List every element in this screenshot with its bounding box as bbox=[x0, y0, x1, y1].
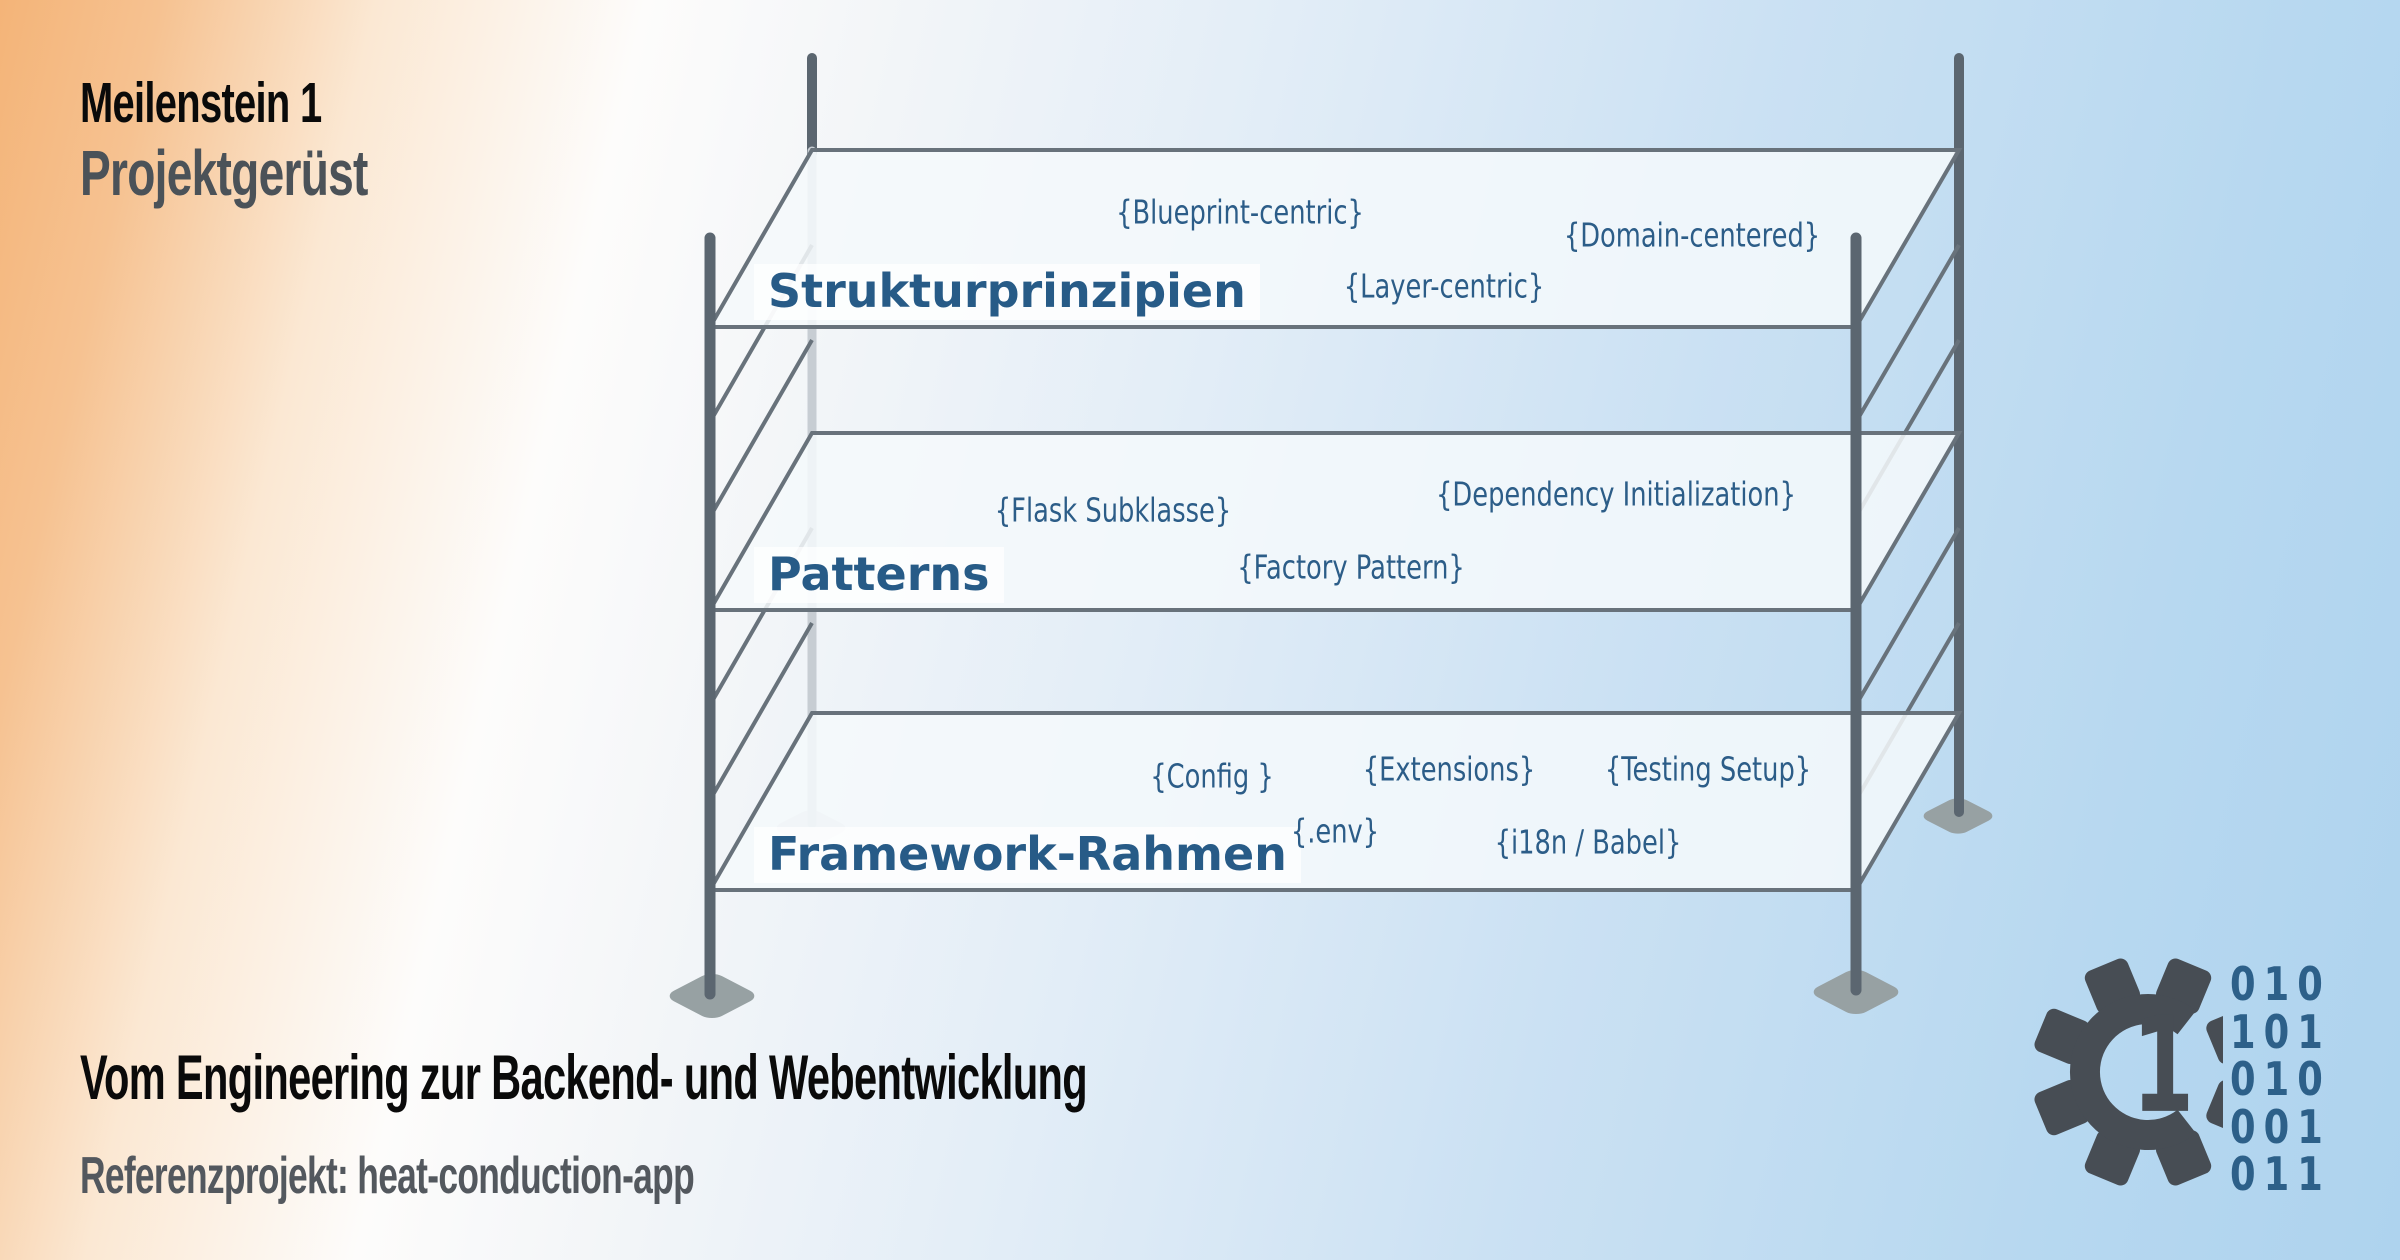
binary-row: 010 bbox=[2230, 1052, 2331, 1106]
shelf-heading-strukturprinzipien: Strukturprinzipien bbox=[754, 264, 1260, 321]
tag-label: {Domain-centered} bbox=[1563, 215, 1821, 255]
shelf-heading-patterns: Patterns bbox=[754, 547, 1004, 604]
footer-title: Vom Engineering zur Backend- und Webentw… bbox=[80, 1043, 1088, 1113]
footer-subtitle: Referenzprojekt: heat-conduction-app bbox=[80, 1147, 695, 1205]
front-poles bbox=[704, 232, 1862, 1000]
tag-label: {Testing Setup} bbox=[1604, 749, 1812, 789]
shelf-heading-framework-rahmen: Framework-Rahmen bbox=[754, 827, 1301, 884]
milestone-number: 1 bbox=[2131, 988, 2195, 1143]
slide-title: Projektgerüst bbox=[80, 137, 368, 209]
binary-code-text: 010 101 010 001 011 bbox=[2230, 957, 2331, 1201]
tag-label: {Config } bbox=[1150, 756, 1274, 796]
tag-label: {Extensions} bbox=[1362, 749, 1536, 789]
tag-label: {Layer-centric} bbox=[1343, 266, 1545, 306]
binary-row: 101 bbox=[2230, 1004, 2331, 1059]
binary-row: 010 bbox=[2230, 957, 2331, 1011]
tag-label: {Factory Pattern} bbox=[1237, 547, 1465, 587]
tag-label: {Flask Subklasse} bbox=[994, 490, 1232, 530]
binary-row: 001 bbox=[2230, 1099, 2331, 1154]
tag-label: {Blueprint-centric} bbox=[1116, 192, 1364, 232]
gear-icon bbox=[2034, 958, 2223, 1186]
binary-row: 011 bbox=[2230, 1147, 2331, 1201]
tag-label: {.env} bbox=[1290, 811, 1380, 851]
milestone-kicker: Meilenstein 1 bbox=[80, 71, 322, 135]
tag-label: {Dependency Initialization} bbox=[1436, 474, 1796, 514]
tag-label: {i18n / Babel} bbox=[1494, 822, 1682, 862]
pole-feet-front bbox=[669, 969, 1899, 1019]
